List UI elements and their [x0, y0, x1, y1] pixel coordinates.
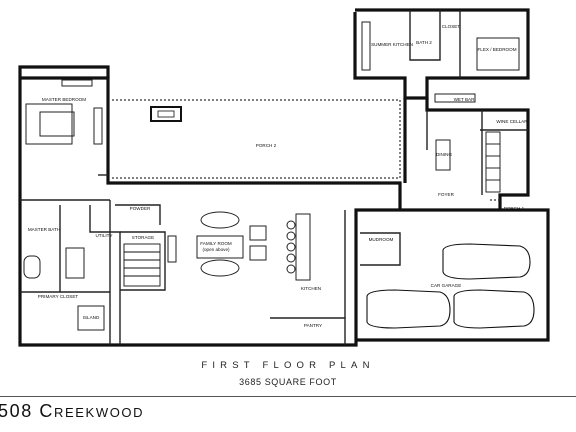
label-dining: DINING — [436, 152, 453, 157]
room-labels: MASTER BEDROOM PORCH 2 SUMMER KITCHEN BA… — [28, 24, 528, 328]
label-storage: STORAGE — [132, 235, 154, 240]
family-sofa-top — [200, 211, 240, 229]
label-family-room-note: (open above) — [202, 247, 230, 252]
family-coffee-table — [196, 235, 244, 259]
car-2 — [366, 289, 451, 329]
stool-4 — [286, 253, 296, 263]
stool-3 — [286, 242, 296, 252]
label-porch-2: PORCH 2 — [256, 143, 277, 148]
stool-1 — [286, 220, 296, 230]
master-shower — [65, 247, 85, 279]
family-chair-bottom — [249, 245, 267, 261]
label-wet-bar: WET BAR — [454, 97, 476, 102]
divider-rule — [0, 396, 576, 397]
label-utility: UTILITY — [95, 233, 112, 238]
master-bench — [61, 79, 93, 87]
stool-5 — [286, 264, 296, 274]
dining-table — [435, 139, 451, 171]
address-title: 508 Creekwood — [0, 401, 145, 421]
car-3 — [453, 289, 535, 329]
flex-bed — [476, 37, 520, 71]
summer-kitchen-counter — [361, 21, 371, 71]
label-car-garage: CAR GARAGE — [431, 283, 462, 288]
porch-outlines — [112, 99, 500, 201]
master-dresser — [93, 107, 103, 145]
interior-walls — [20, 10, 528, 345]
master-bed — [25, 103, 73, 145]
label-family-room: FAMILY ROOM — [200, 241, 232, 246]
closet-island — [77, 305, 105, 331]
label-porch-1: PORCH 1 — [504, 206, 525, 211]
label-pantry: PANTRY — [304, 323, 322, 328]
label-island: ISLAND — [83, 315, 100, 320]
label-powder: POWDER — [130, 206, 151, 211]
furniture — [23, 21, 520, 331]
label-bath-2: BATH 2 — [416, 40, 432, 45]
label-master-bath: MASTER BATH — [28, 227, 60, 232]
fireplace-insert — [157, 110, 175, 118]
exterior-walls — [18, 8, 550, 347]
master-tub — [23, 255, 41, 279]
stairs — [123, 131, 501, 287]
label-primary-closet: PRIMARY CLOSET — [38, 294, 79, 299]
family-chair-top — [249, 225, 267, 241]
kitchen-island — [295, 213, 311, 281]
fireplace — [150, 106, 182, 122]
label-summer-kitchen: SUMMER KITCHEN — [371, 42, 413, 47]
label-foyer: FOYER — [438, 192, 455, 197]
stool-2 — [286, 231, 296, 241]
label-mudroom: MUDROOM — [369, 237, 394, 242]
label-wine-cellar: WINE CELLAR — [496, 119, 528, 124]
family-sofa-bottom — [200, 259, 240, 277]
label-master-bedroom: MASTER BEDROOM — [42, 97, 86, 102]
stair-foyer — [485, 131, 501, 193]
car-1 — [442, 243, 531, 280]
plan-title: FIRST FLOOR PLAN — [201, 360, 375, 371]
plan-area: 3685 SQUARE FOOT — [239, 377, 337, 387]
wet-bar-counter — [434, 93, 476, 103]
label-kitchen: KITCHEN — [301, 286, 321, 291]
master-bed-mattress — [39, 111, 75, 137]
label-flex-bedroom: FLEX / BEDROOM — [477, 47, 516, 52]
family-tv-console — [167, 235, 177, 263]
label-closet: CLOSET — [442, 24, 461, 29]
stair-main — [123, 243, 161, 287]
garage-cars — [366, 243, 535, 329]
